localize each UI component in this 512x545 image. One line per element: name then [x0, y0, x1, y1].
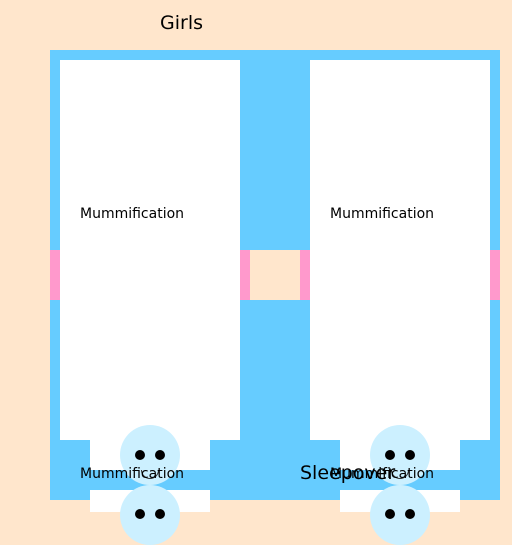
character-eye — [405, 509, 415, 519]
character-head-left-lower[interactable] — [120, 485, 180, 545]
bed-right-label: Mummification — [330, 466, 435, 482]
character-eye — [385, 509, 395, 519]
room-left[interactable] — [60, 60, 240, 440]
character-eye — [385, 450, 395, 460]
character-eye — [155, 450, 165, 460]
door-left-inner[interactable] — [240, 250, 250, 300]
chat-message: Sleepover — [300, 462, 396, 484]
door-left-outer[interactable] — [50, 250, 60, 300]
hallway-doorway — [250, 250, 300, 300]
character-eye — [155, 509, 165, 519]
room-right-label: Mummification — [330, 206, 435, 222]
bed-left-label: Mummification — [80, 466, 185, 482]
door-right-inner[interactable] — [300, 250, 310, 300]
door-right-outer[interactable] — [490, 250, 500, 300]
room-left-label: Mummification — [80, 206, 185, 222]
character-eye — [135, 450, 145, 460]
character-head-right-lower[interactable] — [370, 485, 430, 545]
character-eye — [135, 509, 145, 519]
page-title: Girls — [160, 12, 203, 34]
room-right[interactable] — [310, 60, 490, 440]
character-eye — [405, 450, 415, 460]
